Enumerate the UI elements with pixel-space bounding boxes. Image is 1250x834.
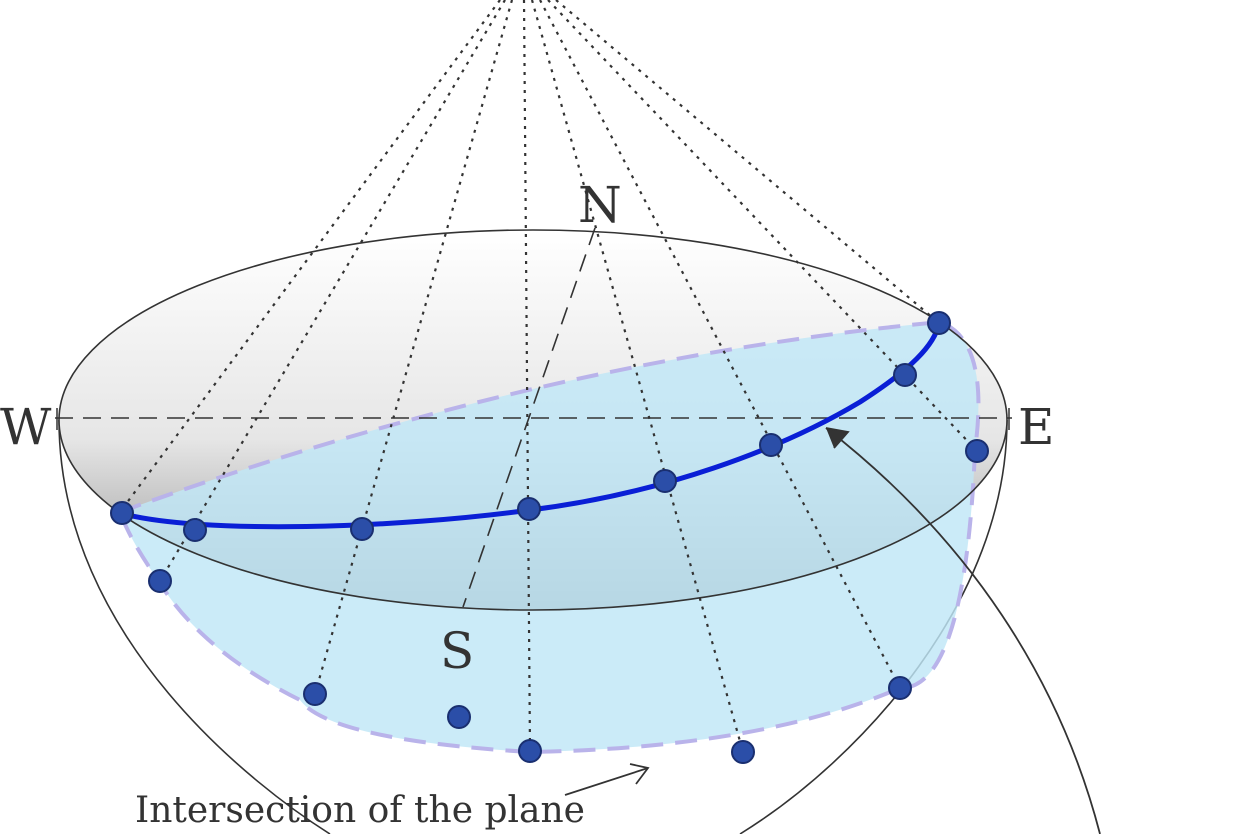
west-label: W [0,398,52,456]
sun-path-pointer [825,427,1101,834]
ray-3 [313,0,514,695]
south-label: S [440,622,474,680]
annotation-arrows [564,427,1101,834]
boundary-point-3 [447,705,471,729]
boundary-point-4 [518,739,542,763]
sun-path-curve [117,320,942,530]
intersection-plane [117,319,981,755]
projection-rays [119,0,978,753]
intersection-pointer [564,767,649,796]
boundary-point-5 [731,740,755,764]
intersection-pointer-head [629,763,650,785]
sun-path-pointer-head [825,427,850,449]
ray-8 [555,0,940,324]
east-label: E [1018,398,1055,456]
ray-5 [530,0,745,753]
north-label: N [578,176,622,234]
sun-point-5 [653,469,677,493]
horizon-rim [58,229,1008,611]
sun-point-3 [350,517,374,541]
ray-1 [119,0,501,513]
boundary-point-6 [888,676,912,700]
sun-path-points [110,311,951,542]
ray-6 [539,0,901,689]
sun-point-4 [517,497,541,521]
plane-boundary-points [148,439,989,764]
sun-point-1 [110,501,134,525]
sun-point-8 [927,311,951,335]
boundary-point-2 [303,682,327,706]
sun-point-6 [759,433,783,457]
intersection-caption: Intersection of the plane [135,790,585,831]
north-south-axis [462,227,596,608]
boundary-point-1 [148,569,172,593]
sun-point-2 [183,518,207,542]
sun-point-7 [893,363,917,387]
boundary-point-7 [965,439,989,463]
